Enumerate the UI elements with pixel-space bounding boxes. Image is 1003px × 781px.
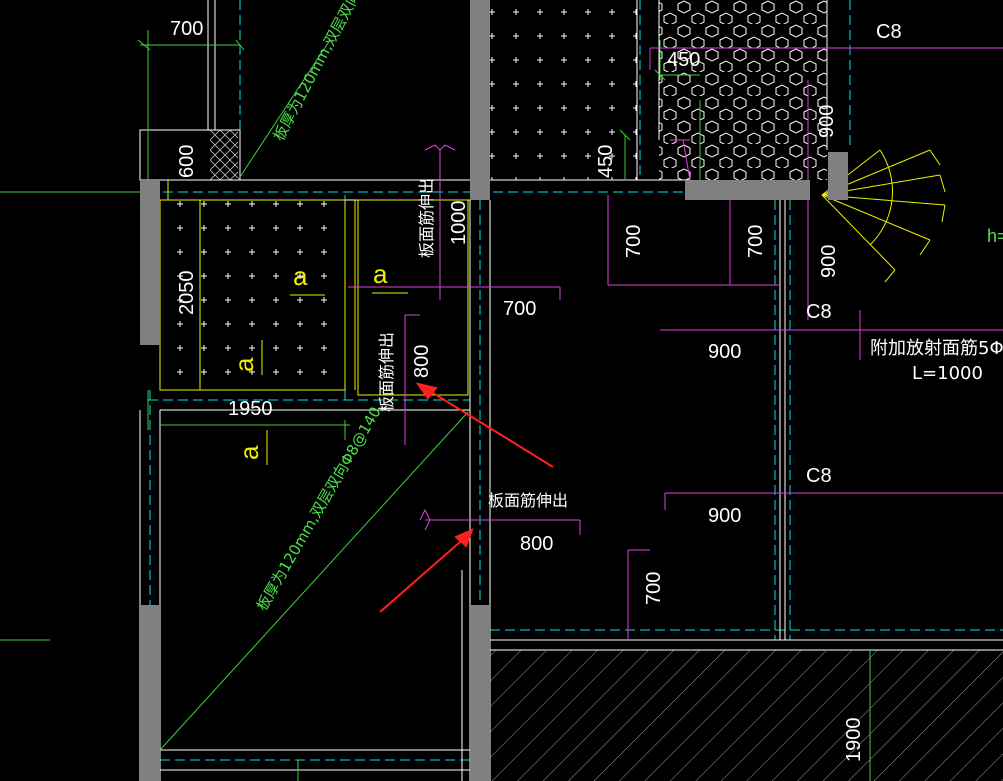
- green-lines: [0, 30, 871, 781]
- walls: [140, 0, 848, 781]
- dim-600-left: 600: [176, 145, 198, 178]
- slab-mark-a3: a: [229, 357, 259, 372]
- dim-1000: 1000: [448, 201, 470, 246]
- floor-hatch-bottom-right: [490, 650, 1003, 781]
- height-label: h=: [987, 226, 1003, 246]
- wall-left-lower: [140, 605, 160, 781]
- dim-900-right-top: 900: [816, 105, 838, 138]
- dim-700-a: 700: [503, 298, 536, 320]
- rebar-extend-note-1: 板面筋伸出: [417, 178, 436, 258]
- slab-mark-underlines: [261, 292, 408, 465]
- slab-fill-top-middle: [489, 0, 637, 180]
- slab-note-top: 板厚为120mm,双层双向Φ8: [270, 0, 375, 144]
- slab-note-bottom: 板厚为120mm,双层双向Φ8@140: [253, 404, 385, 614]
- dimension-labels: 700 450 900 600 450 1000 2050 700 700 70…: [170, 18, 865, 762]
- crosshatch-small: [210, 130, 238, 180]
- dim-1900: 1900: [843, 718, 865, 763]
- slab-mark-a4: a: [234, 445, 264, 460]
- dim-700-top: 700: [170, 18, 203, 40]
- radial-rebar-note: 附加放射面筋5Φ12: [870, 338, 1003, 359]
- dim-800-low: 800: [520, 533, 553, 555]
- wall-center-lower: [470, 605, 490, 781]
- c8-labels: C8 C8 C8: [806, 21, 902, 487]
- red-arrow-lower: [379, 534, 469, 613]
- red-arrow-upper: [424, 387, 554, 468]
- slab-mark-a1: a: [293, 261, 308, 291]
- slab-marks: a a a a: [229, 259, 388, 460]
- wall-left-upper: [140, 180, 160, 345]
- rebar-extend-note-2: 板面筋伸出: [377, 332, 396, 412]
- c8-top: C8: [876, 21, 902, 43]
- dim-2050: 2050: [176, 271, 198, 316]
- slab-mark-a2: a: [373, 259, 388, 289]
- rebar-lines: [348, 47, 1003, 640]
- dim-1950: 1950: [228, 398, 273, 420]
- dim-900-right-mid: 900: [818, 245, 840, 278]
- wall-top-center: [470, 0, 490, 200]
- rebar-extend-note-3: 板面筋伸出: [488, 491, 568, 510]
- dim-900-low: 900: [708, 505, 741, 527]
- radial-rebar-length: L=1000: [912, 363, 983, 384]
- dim-450-mid: 450: [595, 145, 617, 178]
- dim-450-top: 450: [667, 49, 700, 71]
- c8-low: C8: [806, 465, 832, 487]
- dim-800-vertical: 800: [411, 345, 433, 378]
- dim-700-b: 700: [623, 225, 645, 258]
- wall-balcony: [685, 180, 810, 200]
- dim-700-c: 700: [745, 225, 767, 258]
- rebar-notes: 板面筋伸出 板面筋伸出 板面筋伸出 附加放射面筋5Φ12 L=1000: [377, 178, 1003, 510]
- annotation-arrows: [379, 382, 554, 613]
- dim-700-low: 700: [643, 572, 665, 605]
- axis-lines: [148, 0, 1003, 770]
- dim-900-mid: 900: [708, 341, 741, 363]
- wall-column-right: [828, 152, 848, 200]
- c8-mid: C8: [806, 301, 832, 323]
- slab-fill-hex-top-right: [659, 0, 827, 180]
